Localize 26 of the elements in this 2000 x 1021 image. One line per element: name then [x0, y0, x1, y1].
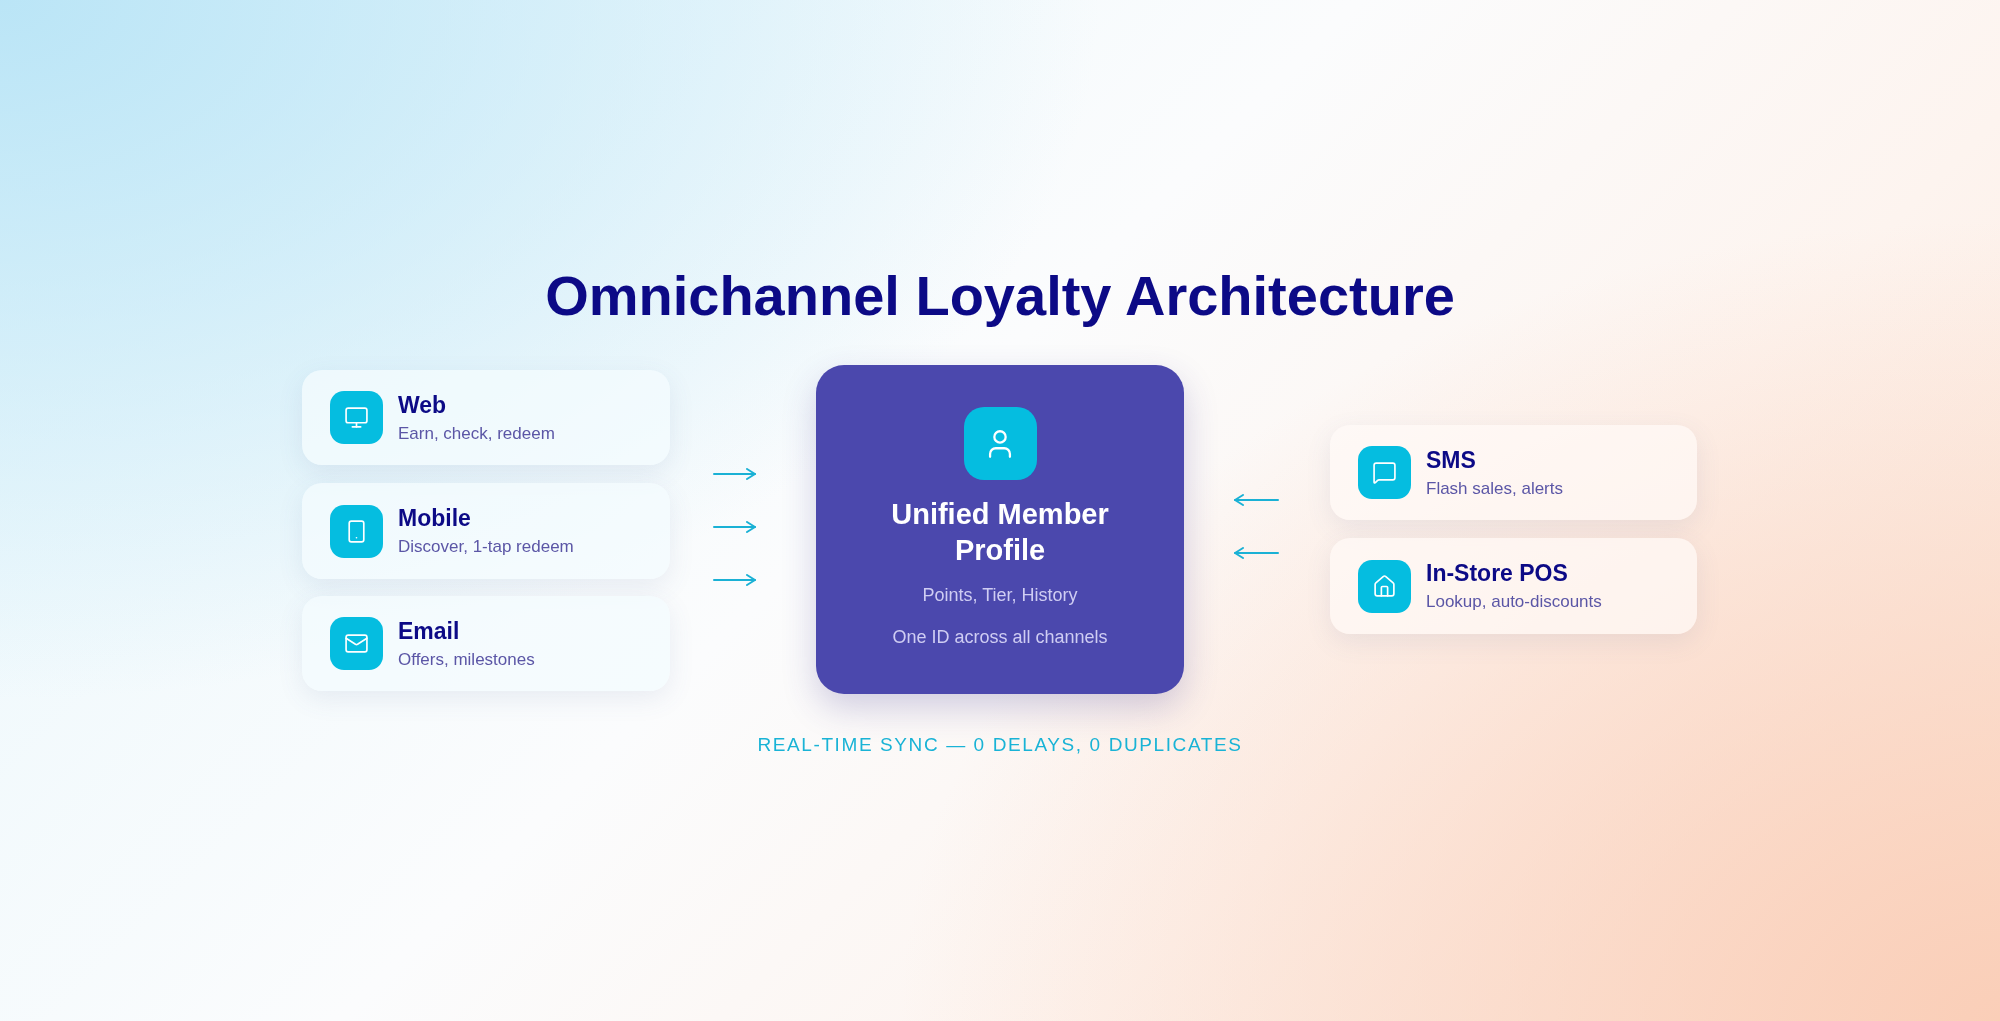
- channel-description: Discover, 1-tap redeem: [398, 537, 574, 557]
- sync-note: REAL-TIME SYNC — 0 DELAYS, 0 DUPLICATES: [757, 733, 1243, 757]
- channel-card: [302, 596, 670, 691]
- profile-detail: Points, Tier, History: [922, 584, 1078, 607]
- arrow: [713, 468, 756, 480]
- arrow: [1234, 547, 1279, 559]
- channel-name: Mobile: [398, 505, 472, 532]
- diagram-title: Omnichannel Loyalty Architecture: [545, 263, 1455, 329]
- channel-description: Earn, check, redeem: [398, 423, 555, 444]
- channel-description: Lookup, auto-discounts: [1426, 592, 1602, 612]
- channel-name: In-Store POS: [1426, 560, 1569, 587]
- profile-detail: One ID across all channels: [892, 626, 1108, 649]
- channel-card: [302, 370, 670, 465]
- channel-name: Web: [398, 391, 448, 419]
- channel-description: Offers, milestones: [398, 649, 535, 670]
- channel-name: SMS: [1426, 446, 1477, 474]
- arrow: [1234, 494, 1279, 506]
- channel-name: Email: [398, 617, 461, 645]
- arrow: [713, 521, 756, 533]
- channel-description: Flash sales, alerts: [1426, 478, 1563, 499]
- channel-card: [1330, 425, 1697, 520]
- channel-card: [302, 483, 670, 579]
- profile-card: [816, 365, 1184, 694]
- channel-card: [1330, 538, 1697, 634]
- arrow: [713, 574, 756, 586]
- profile-heading: Unified Member Profile: [890, 497, 1110, 568]
